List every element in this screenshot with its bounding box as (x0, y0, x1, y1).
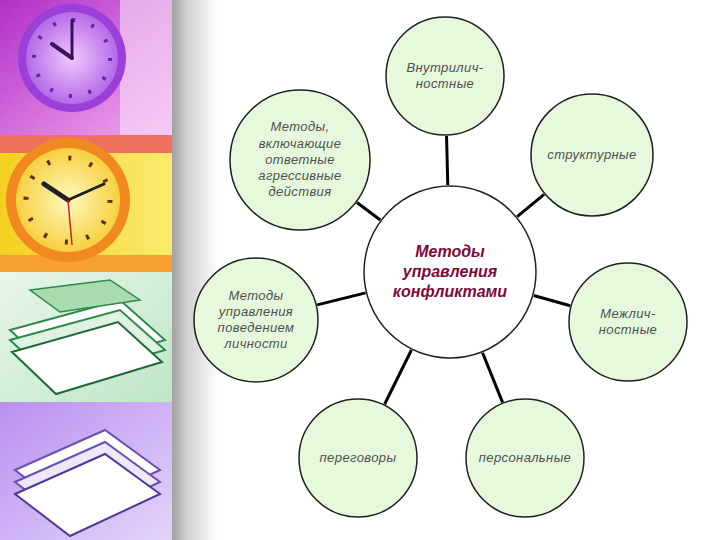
method-circle: Методы управления поведением личности (193, 257, 319, 383)
connector-line (447, 136, 448, 185)
circle-content: структурные (530, 93, 654, 217)
circle-shape (299, 399, 417, 517)
clock-rim (6, 138, 130, 262)
clock-hand (44, 184, 68, 200)
clock-ticks (34, 20, 110, 96)
circle-content: Межлич- ностные (568, 262, 688, 382)
connector-line (483, 353, 503, 403)
connector-line (317, 293, 365, 305)
panel-pink (0, 0, 172, 135)
clock-hand (52, 44, 72, 58)
circle-content: Методы управления поведением личности (193, 257, 319, 383)
method-label: персональные (479, 450, 572, 466)
panel-lavender (0, 402, 172, 540)
paper-stack (12, 322, 162, 394)
method-label: Методы управления поведением личности (210, 288, 303, 353)
circle-shape (364, 186, 536, 358)
method-circle: персональные (465, 398, 585, 518)
method-circle: Методы, включающие ответные агрессивные … (229, 89, 371, 231)
circle-shape (230, 90, 370, 230)
strip-shadow (170, 0, 218, 540)
panel-light (120, 0, 172, 135)
clock-hand (68, 184, 104, 200)
connector-line (534, 296, 570, 306)
circle-content: Внутрилич- ностные (385, 16, 505, 136)
method-label: структурные (547, 147, 636, 163)
connector-line (357, 202, 380, 219)
connector-line (385, 350, 412, 404)
paper-stack (30, 280, 140, 312)
circle-shape (531, 94, 653, 216)
method-label: Методы, включающие ответные агрессивные … (251, 119, 350, 200)
method-label: Внутрилич- ностные (397, 60, 493, 93)
circle-shape (386, 17, 504, 135)
method-circle: переговоры (298, 398, 418, 518)
method-circle: Межлич- ностные (568, 262, 688, 382)
panel-yellow (0, 135, 172, 272)
connector-line (517, 194, 544, 216)
method-label: переговоры (320, 450, 397, 466)
clock-hand (68, 200, 72, 245)
circle-content: персональные (465, 398, 585, 518)
panel-green (0, 272, 172, 402)
paper-stack (15, 454, 160, 536)
method-circle: Внутрилич- ностные (385, 16, 505, 136)
clock-rim (18, 4, 126, 112)
clock-face (16, 148, 120, 252)
method-label: Межлич- ностные (580, 306, 676, 339)
clock-hand (71, 20, 74, 58)
central-label: Методы управления конфликтами (375, 242, 525, 302)
circle-shape (569, 263, 687, 381)
circle-shape (194, 258, 318, 382)
circle-shape (466, 399, 584, 517)
circle-content: переговоры (298, 398, 418, 518)
circle-content: Методы, включающие ответные агрессивные … (229, 89, 371, 231)
central-circle: Методы управления конфликтами (363, 185, 537, 359)
method-circle: структурные (530, 93, 654, 217)
circle-content: Методы управления конфликтами (363, 185, 537, 359)
clock-face (26, 12, 118, 104)
